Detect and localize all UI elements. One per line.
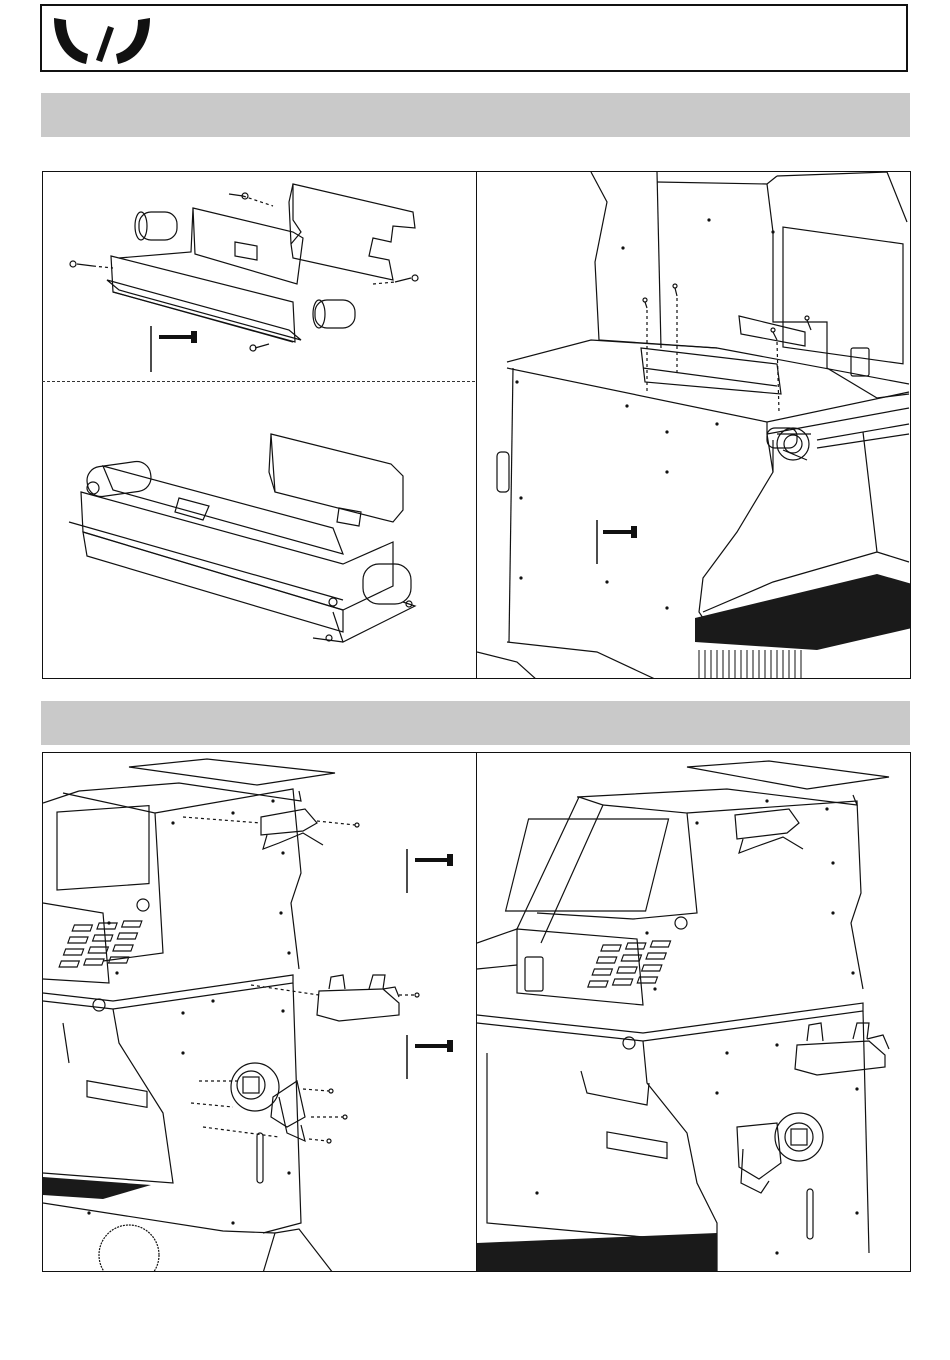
socket-icon — [737, 1113, 823, 1193]
vent-grille-icon — [699, 650, 801, 679]
vent-grille-icon — [59, 921, 142, 967]
brand-logo-icon — [52, 12, 152, 66]
figure-panel-holders-mounted — [476, 752, 911, 1272]
display-window-icon — [506, 819, 669, 911]
wrench-icon — [597, 520, 637, 564]
panel-divider — [42, 381, 475, 382]
holders-exploded-on-machine — [43, 753, 477, 1272]
bracket-mounted-on-machine — [477, 172, 911, 679]
cable-holder-icon — [317, 975, 399, 1021]
section-band-1 — [41, 93, 910, 137]
figure-panel-bracket — [42, 171, 477, 679]
cable-holder-icon — [795, 1023, 889, 1075]
display-window-icon — [783, 227, 903, 364]
figure-panel-holders-exploded — [42, 752, 477, 1272]
socket-icon — [231, 1063, 305, 1141]
page-header — [40, 4, 908, 72]
bracket-exploded-view — [43, 172, 477, 679]
vent-grille-icon — [588, 941, 671, 987]
wrench-icon — [407, 849, 453, 893]
bracket-assembled-view — [69, 434, 415, 642]
figure-panel-machine-top — [476, 171, 911, 679]
section-band-2 — [41, 701, 910, 745]
cable-holder-icon — [261, 809, 323, 849]
cable-holder-icon — [735, 809, 803, 853]
wrench-icon — [151, 326, 197, 372]
wrench-icon — [407, 1035, 453, 1079]
holders-mounted-on-machine — [477, 753, 911, 1272]
